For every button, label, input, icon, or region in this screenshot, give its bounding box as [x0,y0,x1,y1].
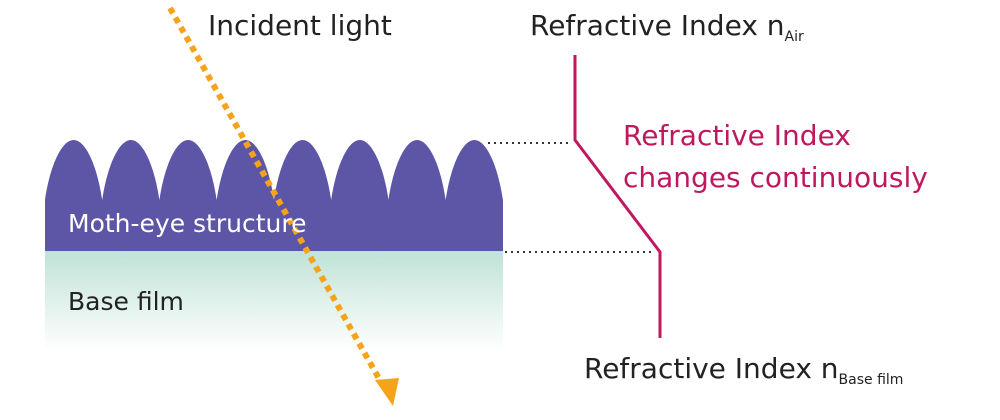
refractive-index-air-subscript: Air [785,29,804,45]
continuous-label-line1: Refractive Index [623,119,851,152]
continuous-label-line2: changes continuously [623,161,928,194]
incident-light-label: Incident light [208,9,392,42]
base-film-region [45,251,503,351]
base-film-label: Base film [68,287,184,316]
refractive-index-base-subscript: Base film [839,372,904,388]
refractive-index-base-text: Refractive Index n [584,352,839,385]
refractive-index-base-label: Refractive Index nBase film [584,352,903,388]
incident-light-arrow-line [167,6,385,386]
refractive-index-air-label: Refractive Index nAir [530,9,804,45]
moth-eye-structure-shape [45,140,503,251]
moth-eye-structure-label: Moth-eye structure [68,209,307,238]
refractive-index-air-text: Refractive Index n [530,9,785,42]
incident-light-arrowhead [375,378,399,406]
refractive-index-profile [573,55,662,338]
